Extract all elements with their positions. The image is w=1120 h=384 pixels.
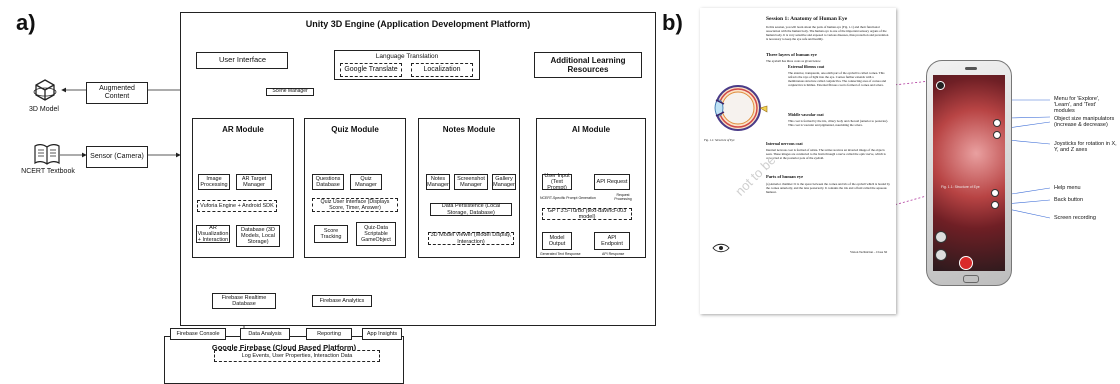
language-translation-box: Language Translation Google Translate Lo… (334, 50, 480, 80)
request-processing-label: Request Processing (614, 193, 632, 201)
ar-visualization-box: AR Visualization + Interaction (196, 224, 230, 244)
google-translate-box: Google Translate (340, 63, 402, 77)
annotation-joysticks: Joysticks for rotation in X, Y, and Z ax… (1054, 141, 1117, 153)
realtime-db-box: Firebase Realtime Database (212, 293, 276, 309)
quiz-module-title: Quiz Module (331, 125, 379, 134)
model-output-box: Model Output (542, 232, 572, 250)
help-button-icon[interactable] (991, 189, 999, 197)
notes-module-title: Notes Module (442, 125, 496, 134)
user-input-box: User Input (Text Prompt) (542, 173, 572, 191)
generated-text-label: Generated Text Response (540, 252, 581, 256)
quiz-manager-box: Quiz Manager (350, 174, 382, 190)
cube-icon (33, 78, 57, 102)
eye-logo-icon (712, 240, 730, 253)
external-heading: External fibrous coat (788, 64, 825, 69)
phone-caption: Fig. 1.1: Structure of Eye (941, 185, 980, 189)
ncert-prompt-label: NCERT-Specific Prompt Generation (540, 196, 596, 200)
additional-resources-box: Additional Learning Resources (534, 52, 642, 78)
panel-a-label: a) (16, 10, 36, 35)
model-label: 3D Model (29, 106, 59, 113)
joystick-y-icon[interactable] (935, 249, 947, 261)
joystick-x-icon[interactable] (935, 231, 947, 243)
book-icon (34, 143, 60, 165)
api-endpoint-box: API Endpoint (594, 232, 630, 250)
phone-device: Fig. 1.1: Structure of Eye (926, 60, 1012, 286)
middle-text: This coat is formed by the iris, ciliary… (788, 119, 889, 127)
home-button[interactable] (963, 275, 979, 283)
layers-text: The eyeball has three coats as given bel… (766, 59, 822, 63)
speaker-grille (965, 67, 977, 70)
notes-manager-box: Notes Manager (426, 174, 450, 190)
image-processing-box: Image Processing (198, 174, 230, 190)
annotation-back: Back button (1054, 197, 1084, 203)
api-response-label: API Response (602, 252, 625, 256)
external-text: The anterior, transparent, one-sixth par… (788, 71, 887, 87)
annotation-recording: Screen recording (1054, 215, 1096, 221)
gallery-manager-box: Gallery Manager (492, 174, 516, 190)
eye-diagram (704, 82, 768, 134)
sensor-box: Sensor (Camera) (86, 146, 148, 168)
localization-box: Localization (411, 63, 473, 77)
back-button-icon[interactable] (991, 201, 999, 209)
app-insights-box: App Insights (362, 328, 402, 340)
zoom-in-icon[interactable] (993, 119, 1001, 127)
data-persistence-box: Data Persistence (Local Storage, Databas… (430, 203, 512, 216)
api-request-box: API Request (594, 174, 630, 190)
firebase-title: Google Firebase (Cloud Based Platform) (211, 343, 357, 352)
unity-title: Unity 3D Engine (Application Development… (305, 19, 531, 29)
data-analysis-box: Data Analysis (240, 328, 290, 340)
internal-heading: Internal nervous coat (766, 141, 803, 146)
ar-module-title: AR Module (222, 125, 264, 134)
user-interface-box: User Interface (196, 52, 288, 69)
gpt-box: GPT 3.5-Turbo (text-davinci-003 model) (542, 208, 632, 220)
quiz-data-box: Quiz-Data Scriptable GameObject (356, 222, 396, 246)
ar-database-box: Database (3D Models, Local Storage) (236, 225, 280, 247)
score-tracking-box: Score Tracking (314, 225, 348, 243)
panel-b-label: b) (662, 10, 683, 35)
reporting-box: Reporting (306, 328, 352, 340)
quiz-ui-box: Quiz User Interface (Displays Score, Tim… (312, 198, 398, 212)
menu-button-icon[interactable] (936, 81, 945, 90)
internal-text: Internal nervous coat is formed of retin… (766, 148, 886, 160)
intro-text: In this session, you will learn about th… (766, 25, 889, 41)
ai-module-title: AI Module (571, 125, 611, 134)
model-viewer-box: 3D Model Viewer (Model Display, Interact… (428, 232, 514, 245)
screenshot-manager-box: Screenshot Manager (454, 174, 488, 190)
parts-heading: Parts of human eye (766, 174, 804, 179)
ar-target-manager-box: AR Target Manager (236, 174, 272, 190)
fig-caption: Fig. 1.1: Structure of Eye (704, 138, 735, 142)
textbook-page: Session 1: Anatomy of Human Eye In this … (700, 8, 896, 314)
middle-heading: Middle vascular coat (788, 112, 824, 117)
textbook-label: NCERT Textbook (21, 168, 75, 175)
augmented-content-box: Augmented Content (86, 82, 148, 104)
language-translation-label: Language Translation (375, 53, 439, 60)
questions-db-box: Questions Database (312, 174, 344, 190)
annotation-help: Help menu (1054, 185, 1081, 191)
annotation-object-size: Object size manipulators (increase & dec… (1054, 116, 1115, 128)
record-button-icon[interactable] (959, 256, 973, 270)
footer-text: Vision Technician – Class XI (850, 250, 888, 254)
layers-heading: Three layers of human eye (766, 52, 817, 57)
zoom-out-icon[interactable] (993, 131, 1001, 139)
firebase-console-box: Firebase Console (170, 328, 226, 340)
firebase-analytics-box: Firebase Analytics (312, 295, 372, 307)
scene-manager-box: Scene Manager (266, 88, 314, 96)
vuforia-box: Vuforia Engine + Android SDK (197, 200, 277, 212)
log-events-box: Log Events, User Properties, Interaction… (214, 350, 380, 362)
parts-text: (a) Anterior chamber: It is the space be… (766, 182, 890, 194)
session-title: Session 1: Anatomy of Human Eye (766, 16, 848, 22)
annotation-menu: Menu for 'Explore', 'Learn', and 'Test' … (1054, 96, 1100, 114)
